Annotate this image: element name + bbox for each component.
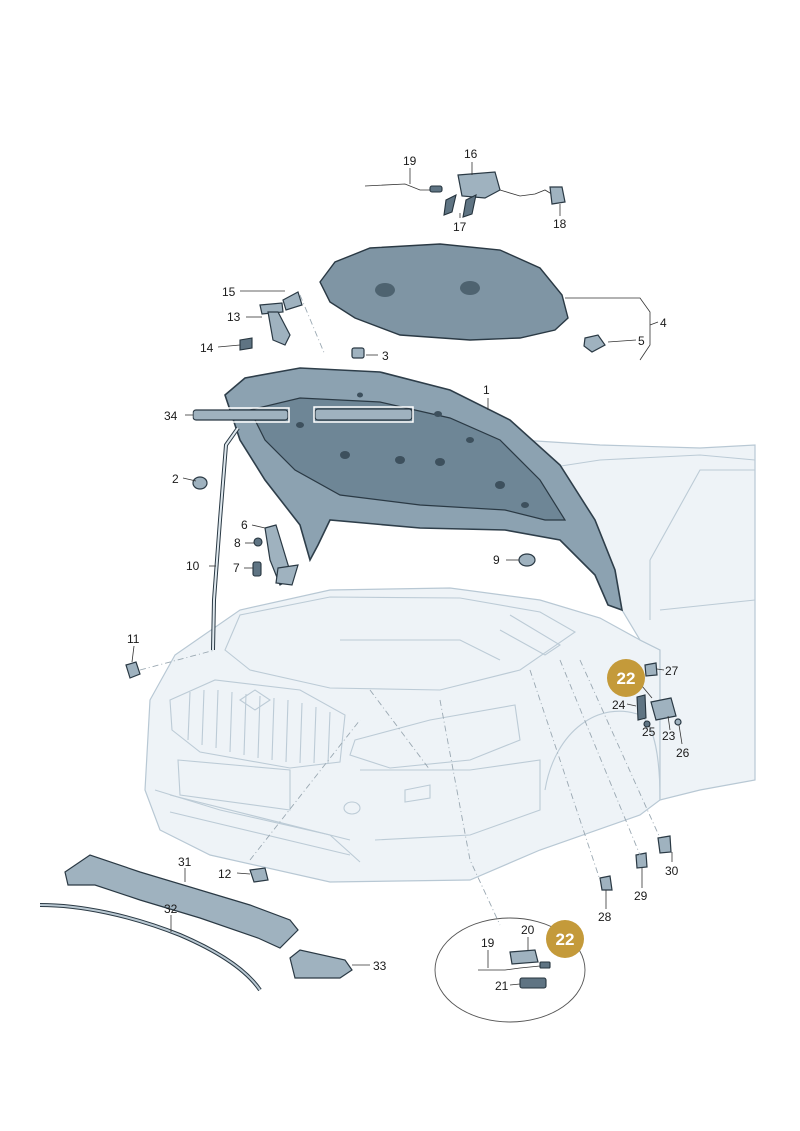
small-parts [125,334,682,891]
part-21 [519,977,547,989]
callout-20: 20 [521,923,535,937]
part-12 [249,867,269,883]
callout-10: 10 [186,559,200,573]
cowl-panel [64,854,299,949]
part-30 [657,835,672,854]
callout-31: 31 [178,855,192,869]
hood-holes [296,392,529,508]
callout-25: 25 [642,725,656,739]
badge-22-detail: 22 [546,920,584,958]
callout-28: 28 [598,910,612,924]
callout-6: 6 [241,518,248,532]
part-9 [518,553,536,567]
callout-8: 8 [234,536,241,550]
bracket-18 [549,186,566,205]
part-27 [644,662,658,677]
hood-lock-assembly [364,171,566,218]
part-3 [351,347,365,359]
callout-21: 21 [495,979,509,993]
callout-26: 26 [676,746,690,760]
svg-text:22: 22 [556,930,575,949]
callout-30: 30 [665,864,679,878]
callout-24: 24 [612,698,626,712]
hood-hinge [239,291,303,351]
callout-labels: 1 2 3 4 5 6 7 8 9 10 11 12 13 14 15 16 1… [127,147,690,993]
callout-1: 1 [483,383,490,397]
assembly-lines [139,294,661,926]
hood-lock [457,171,501,199]
callout-34: 34 [164,409,178,423]
callout-3: 3 [382,349,389,363]
callout-11: 11 [127,632,140,646]
callout-16: 16 [464,147,478,161]
part-26 [674,718,682,726]
callout-33: 33 [373,959,387,973]
callout-27: 27 [665,664,679,678]
detail-inset [434,917,586,1023]
part-23 [650,697,677,721]
callout-29: 29 [634,889,648,903]
callout-9: 9 [493,553,500,567]
callout-4: 4 [660,316,667,330]
callout-5: 5 [638,334,645,348]
callout-13: 13 [227,310,241,324]
part-7 [252,561,262,577]
part-29 [635,852,648,869]
part-11 [125,661,141,679]
part-25 [643,720,651,728]
callout-18: 18 [553,217,567,231]
callout-19-detail: 19 [481,936,495,950]
hood-panel [224,367,624,612]
hood-prop-rod [211,426,240,651]
callout-7: 7 [233,561,240,575]
callout-23: 23 [662,729,676,743]
callout-12: 12 [218,867,232,881]
callout-19: 19 [403,154,417,168]
callout-2: 2 [172,472,179,486]
callout-32: 32 [164,902,178,916]
leader-lines [131,162,683,986]
brand-logo-shape [239,689,271,711]
part-2 [192,476,208,490]
callout-15: 15 [222,285,236,299]
callout-17: 17 [453,220,467,234]
part-5 [583,334,606,353]
callout-14: 14 [200,341,214,355]
hood-insulation [319,243,569,341]
part-20 [509,949,539,965]
part-24 [636,694,647,721]
svg-text:22: 22 [617,669,636,688]
part-33 [289,949,353,979]
hood-seals [191,406,414,423]
part-28 [599,875,613,891]
badge-22-main: 22 [607,659,645,697]
cowl-parts [39,854,353,992]
part-8 [253,537,263,547]
